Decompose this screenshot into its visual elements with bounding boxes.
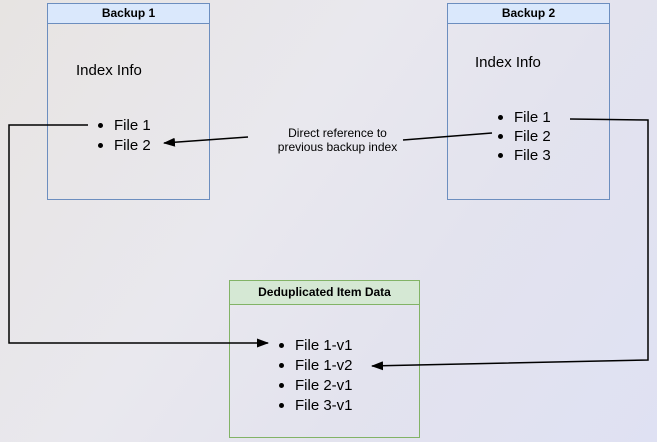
backup1-subtitle: Index Info	[76, 62, 142, 79]
list-item-label: File 2-v1	[295, 376, 353, 394]
backup1-box: Backup 1	[47, 3, 210, 200]
bullet-icon	[279, 342, 284, 348]
bullet-icon	[498, 134, 503, 139]
list-item: File 2	[98, 135, 151, 155]
backup2-subtitle: Index Info	[475, 54, 541, 71]
bullet-icon	[279, 362, 284, 368]
bullet-icon	[279, 382, 284, 388]
bullet-icon	[98, 142, 103, 148]
bullet-icon	[498, 115, 503, 120]
edge-annotation: Direct reference to previous backup inde…	[240, 126, 435, 154]
list-item: File 1-v2	[279, 355, 353, 375]
list-item-label: File 3	[514, 147, 551, 164]
list-item: File 1	[498, 108, 551, 127]
list-item-label: File 3-v1	[295, 396, 353, 414]
edge-annotation-line2: previous backup index	[277, 140, 398, 154]
list-item: File 3-v1	[279, 395, 353, 415]
list-item-label: File 1	[114, 116, 151, 134]
list-item-label: File 1-v2	[295, 356, 353, 374]
bullet-icon	[279, 402, 284, 408]
backup2-file-list: File 1 File 2 File 3	[498, 108, 551, 165]
backup2-title: Backup 2	[448, 4, 609, 24]
dedup-file-list: File 1-v1 File 1-v2 File 2-v1 File 3-v1	[279, 335, 353, 415]
list-item: File 2	[498, 127, 551, 146]
list-item: File 1-v1	[279, 335, 353, 355]
list-item-label: File 2	[514, 128, 551, 145]
bullet-icon	[98, 122, 103, 128]
list-item: File 3	[498, 146, 551, 165]
list-item: File 1	[98, 115, 151, 135]
bullet-icon	[498, 153, 503, 158]
backup1-file-list: File 1 File 2	[98, 115, 151, 155]
edge-annotation-line1: Direct reference to	[288, 126, 387, 140]
list-item-label: File 2	[114, 136, 151, 154]
dedup-title: Deduplicated Item Data	[230, 281, 419, 305]
backup1-title: Backup 1	[48, 4, 209, 24]
list-item-label: File 1-v1	[295, 336, 353, 354]
backup2-box: Backup 2	[447, 3, 610, 200]
list-item: File 2-v1	[279, 375, 353, 395]
list-item-label: File 1	[514, 109, 551, 126]
